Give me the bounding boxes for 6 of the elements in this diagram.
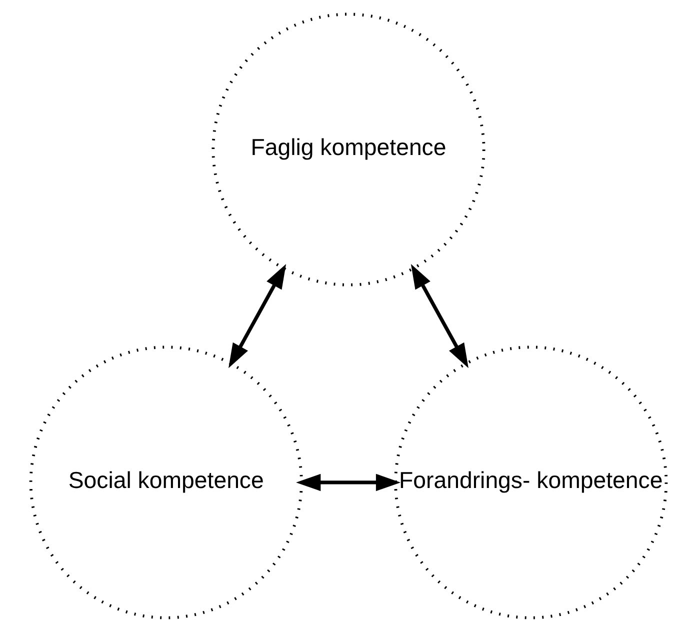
node-circle: Social kompetence: [29, 346, 303, 620]
arrow: [410, 264, 468, 368]
arrow: [228, 264, 286, 368]
arrow: [296, 474, 401, 492]
node-circle: Forandrings- kompetence: [394, 346, 668, 620]
node-circle: Faglig kompetence: [212, 12, 486, 286]
